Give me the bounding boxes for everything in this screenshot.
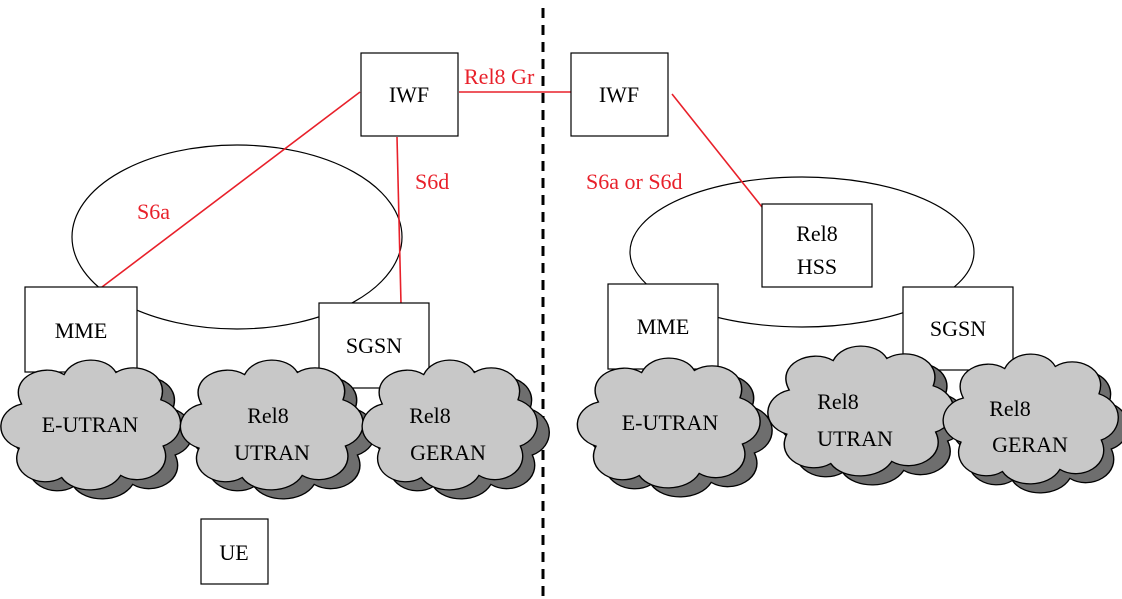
right-sgsn-label: SGSN — [930, 316, 986, 341]
left-eutran-cloud: E-UTRAN — [0, 359, 194, 500]
right-utran-label-line1: Rel8 — [817, 389, 859, 414]
right-sgsn-box — [902, 286, 1014, 371]
left-geran-cloud: Rel8 GERAN — [361, 359, 550, 500]
s6d-link — [396, 136, 402, 305]
left-iwf-label: IWF — [389, 82, 429, 107]
right-mme-label: MME — [637, 314, 690, 339]
left-sgsn-label: SGSN — [346, 333, 402, 358]
right-iwf-label: IWF — [599, 82, 639, 107]
right-geran-cloud: Rel8 GERAN — [942, 353, 1122, 494]
right-eutran-cloud: E-UTRAN — [576, 357, 773, 498]
left-utran-cloud: Rel8 UTRAN — [179, 359, 376, 500]
right-geran-label-line1: Rel8 — [989, 396, 1031, 421]
s6a-label: S6a — [137, 199, 170, 224]
right-mme-box — [607, 283, 719, 370]
right-core-ellipse — [629, 176, 975, 328]
ue-box — [200, 518, 269, 585]
left-eutran-label: E-UTRAN — [42, 412, 139, 437]
left-utran-label-line1: Rel8 — [247, 403, 289, 428]
hss-label-line1: Rel8 — [796, 221, 838, 246]
left-core-ellipse — [71, 144, 403, 330]
right-utran-cloud: Rel8 UTRAN — [767, 345, 967, 486]
hss-label-line2: HSS — [797, 254, 837, 279]
s6a-or-s6d-link — [671, 93, 763, 208]
s6a-link — [101, 91, 361, 288]
right-iwf-box — [570, 52, 669, 137]
left-geran-label-line1: Rel8 — [409, 403, 451, 428]
ue-label: UE — [219, 540, 248, 565]
hss-box — [761, 203, 873, 288]
right-utran-label-line2: UTRAN — [817, 426, 893, 451]
left-geran-label-line2: GERAN — [410, 440, 486, 465]
s6d-label: S6d — [415, 169, 449, 194]
right-geran-label-line2: GERAN — [992, 432, 1068, 457]
rel8-gr-label: Rel8 Gr — [464, 64, 535, 89]
right-eutran-label: E-UTRAN — [622, 410, 719, 435]
s6a-or-s6d-label: S6a or S6d — [586, 169, 683, 194]
left-mme-label: MME — [55, 318, 108, 343]
left-utran-label-line2: UTRAN — [234, 440, 310, 465]
left-iwf-box — [360, 52, 459, 137]
